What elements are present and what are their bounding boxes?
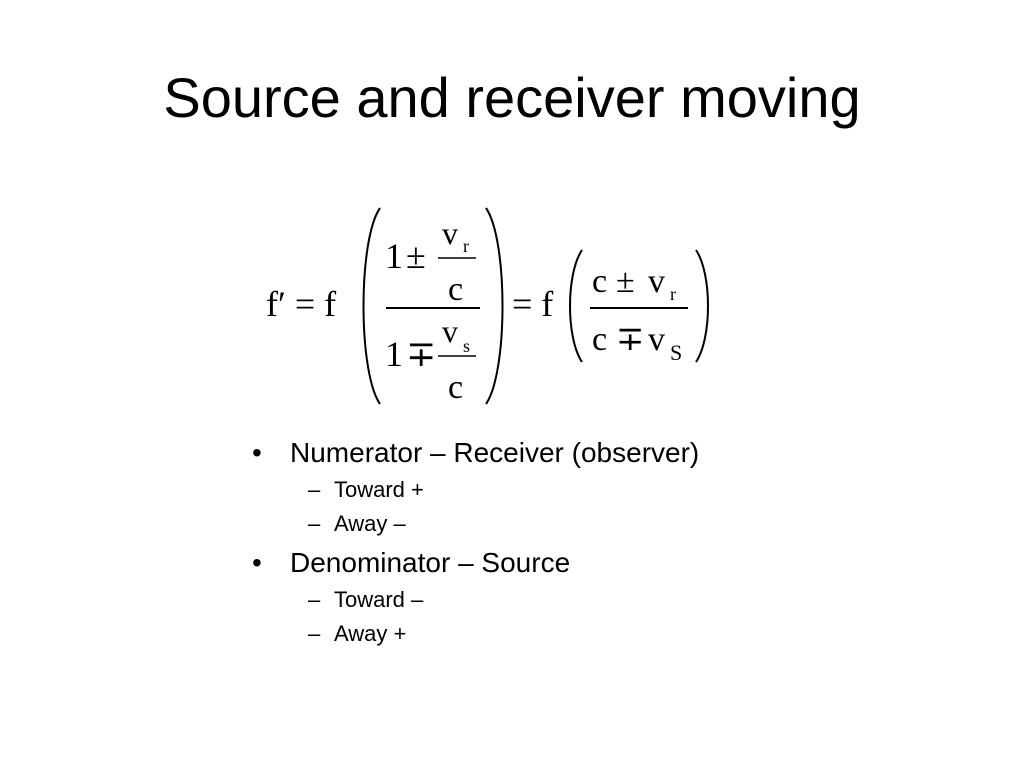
right-den-c: c bbox=[592, 321, 607, 358]
left-num-one: 1 bbox=[385, 236, 403, 276]
bullet-text: Numerator – Receiver (observer) bbox=[290, 437, 700, 468]
left-num-op: ± bbox=[406, 236, 426, 276]
left-den-one: 1 bbox=[385, 334, 403, 374]
equation-mid: = f bbox=[512, 284, 553, 324]
left-num-var: v bbox=[442, 215, 458, 251]
sub-item: – Toward – bbox=[250, 583, 950, 617]
right-num-op: ± bbox=[616, 263, 635, 300]
right-den-op: ∓ bbox=[616, 321, 645, 358]
sub-item-text: Away – bbox=[334, 511, 406, 536]
dash-marker: – bbox=[308, 621, 321, 646]
equation-svg: f′ = f 1 ± v r c 1 ∓ v s c = f c ± v r bbox=[266, 207, 709, 406]
right-num-c: c bbox=[592, 263, 607, 300]
left-num-den: c bbox=[448, 271, 463, 308]
sub-list-container: – Toward + – Away – bbox=[250, 473, 950, 541]
sub-item-text: Toward – bbox=[334, 587, 424, 612]
big-right-paren bbox=[485, 207, 504, 405]
dash-marker: – bbox=[308, 511, 321, 536]
right-right-paren bbox=[695, 249, 709, 363]
right-num-sub: r bbox=[670, 284, 676, 304]
right-den-sub: S bbox=[670, 340, 682, 365]
bullet-marker: • bbox=[252, 437, 262, 468]
right-left-paren bbox=[569, 249, 583, 363]
dash-marker: – bbox=[308, 477, 321, 502]
right-num-var: v bbox=[648, 263, 665, 300]
sub-list-denominator: – Toward – – Away + bbox=[250, 583, 950, 651]
sub-item-text: Toward + bbox=[334, 477, 424, 502]
left-den-sub: s bbox=[463, 336, 470, 356]
sub-list-container: – Toward – – Away + bbox=[250, 583, 950, 651]
bullet-item-denominator: • Denominator – Source bbox=[250, 543, 950, 583]
sub-item: – Away + bbox=[250, 617, 950, 651]
sub-item: – Toward + bbox=[250, 473, 950, 507]
left-den-var: v bbox=[442, 313, 458, 349]
bullet-list: • Numerator – Receiver (observer) – Towa… bbox=[250, 433, 950, 653]
equation-lhs: f′ = f bbox=[266, 284, 336, 324]
right-den-var: v bbox=[648, 321, 665, 358]
sub-item: – Away – bbox=[250, 507, 950, 541]
bullet-item-numerator: • Numerator – Receiver (observer) bbox=[250, 433, 950, 473]
dash-marker: – bbox=[308, 587, 321, 612]
left-num-sub: r bbox=[463, 236, 469, 256]
sub-item-text: Away + bbox=[334, 621, 407, 646]
left-den-den: c bbox=[448, 369, 463, 406]
big-left-paren bbox=[362, 207, 381, 405]
slide-title: Source and receiver moving bbox=[163, 66, 861, 129]
sub-list-numerator: – Toward + – Away – bbox=[250, 473, 950, 541]
left-den-op: ∓ bbox=[406, 334, 436, 374]
bullet-text: Denominator – Source bbox=[290, 547, 571, 578]
doppler-equation: f′ = f 1 ± v r c 1 ∓ v s c = f c ± v r bbox=[230, 200, 730, 414]
bullet-marker: • bbox=[252, 547, 262, 578]
